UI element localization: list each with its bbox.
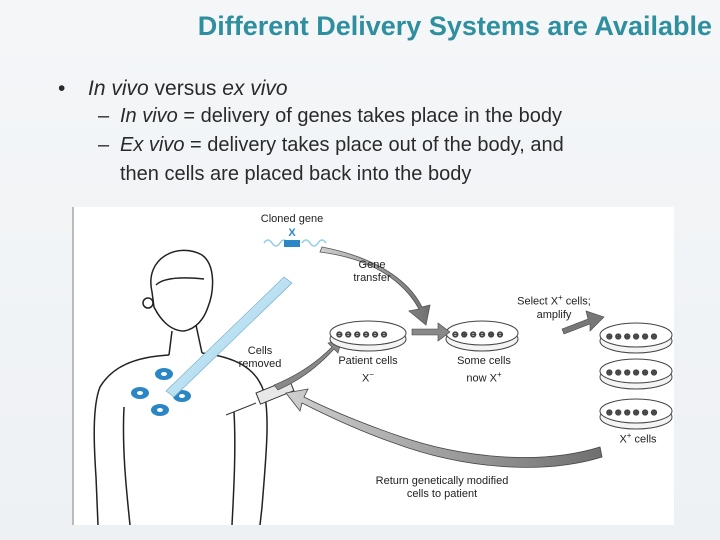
select-sup: +	[558, 293, 563, 302]
term-ex-vivo: ex vivo	[222, 77, 288, 100]
dash: –	[98, 105, 110, 127]
sub-bullet-ex-vivo: –Ex vivo = delivery takes place out of t…	[98, 131, 564, 189]
dish-arrow	[411, 322, 451, 342]
return-line-2: cells to patient	[406, 488, 478, 500]
chest-cells	[131, 368, 191, 416]
label-select-amplify: Select X+ cells; amplify	[504, 291, 604, 322]
patient-sup: −	[369, 370, 374, 379]
bullet-dot: •	[58, 77, 66, 100]
return-arrow	[285, 388, 603, 468]
gene-transfer-arrow	[319, 246, 431, 326]
slide-title: Different Delivery Systems are Available	[197, 11, 712, 41]
select-arrow	[561, 310, 605, 335]
petri-dish-some-cells: ⊖ ⊕ ⊖ ⊖ ⊕ ⊖	[445, 320, 519, 352]
sub-bullet-in-vivo: –In vivo = delivery of genes takes place…	[98, 102, 564, 131]
sub-term: Ex vivo	[120, 134, 185, 156]
label-gene-x: X	[288, 227, 296, 239]
petri-dish-patient: ⊖ ⊖ ⊖ ⊖ ⊖ ⊖	[329, 320, 407, 352]
cells-removed-line-1: Cells	[247, 345, 273, 357]
cloned-gene-icon	[263, 239, 327, 247]
xplus-rest: cells	[631, 433, 657, 446]
gene-therapy-figure: ⊖ ⊖ ⊖ ⊖ ⊖ ⊖ ⊖ ⊕ ⊖ ⊖ ⊕ ⊖ ⊕ ⊕ ⊕ ⊕ ⊕ ⊕ ⊕ ⊕ …	[72, 207, 674, 525]
figure-drawing: ⊖ ⊖ ⊖ ⊖ ⊖ ⊖ ⊖ ⊕ ⊖ ⊖ ⊕ ⊖ ⊕ ⊕ ⊕ ⊕ ⊕ ⊕ ⊕ ⊕ …	[93, 239, 673, 525]
patient-cells-text: Patient cells	[338, 355, 398, 367]
cells-removed-line-2: removed	[238, 358, 282, 370]
label-some-cells: Some cells now X+	[444, 355, 524, 386]
bullet-connector: versus	[148, 77, 223, 100]
xplus-x: X	[619, 433, 627, 446]
patient-x: X	[361, 372, 370, 385]
label-cloned-gene: Cloned gene	[260, 213, 324, 225]
needle-beam	[165, 276, 293, 398]
select-text: Select X	[517, 295, 559, 308]
sub-text-continued: then cells are placed back into the body	[120, 163, 472, 185]
petri-dish-selected-3: ⊕ ⊕ ⊕ ⊕ ⊕ ⊕	[599, 398, 673, 430]
select-text-2: cells;	[562, 295, 591, 308]
label-return-cells: Return genetically modified cells to pat…	[342, 475, 542, 501]
svg-text:⊖ ⊕ ⊖ ⊖ ⊕ ⊖: ⊖ ⊕ ⊖ ⊖ ⊕ ⊖	[452, 330, 503, 339]
petri-dish-selected-1: ⊕ ⊕ ⊕ ⊕ ⊕ ⊕	[599, 322, 673, 354]
petri-dish-selected-2: ⊕ ⊕ ⊕ ⊕ ⊕ ⊕	[599, 358, 673, 390]
some-cells-sup: +	[496, 370, 502, 379]
svg-text:⊕ ⊕ ⊕ ⊕ ⊕ ⊕: ⊕ ⊕ ⊕ ⊕ ⊕ ⊕	[606, 332, 657, 341]
label-gene-transfer: Gene transfer	[342, 259, 402, 285]
xplus-sup: +	[626, 431, 632, 440]
amplify-text: amplify	[536, 308, 572, 321]
bullet-list: •In vivo versus ex vivo –In vivo = deliv…	[58, 76, 564, 189]
bullet-main: • In vivo versus ex vivo	[58, 76, 564, 102]
svg-text:⊕ ⊕ ⊕ ⊕ ⊕ ⊕: ⊕ ⊕ ⊕ ⊕ ⊕ ⊕	[606, 368, 657, 377]
term-in-vivo: In vivo	[88, 77, 149, 100]
dash: –	[98, 134, 110, 156]
label-xplus-cells: X+ cells	[606, 429, 670, 447]
svg-text:⊕ ⊕ ⊕ ⊕ ⊕ ⊕: ⊕ ⊕ ⊕ ⊕ ⊕ ⊕	[606, 408, 657, 417]
sub-text: = delivery of genes takes place in the b…	[177, 105, 562, 127]
some-cells-line-1: Some cells	[457, 355, 511, 367]
label-cells-removed: Cells removed	[228, 345, 292, 371]
sub-term: In vivo	[120, 105, 178, 127]
gene-transfer-line-1: Gene	[358, 259, 386, 271]
some-cells-line-2: now X	[466, 372, 497, 385]
return-line-1: Return genetically modified	[375, 475, 509, 487]
sub-text: = delivery takes place out of the body, …	[184, 134, 564, 156]
gene-transfer-line-2: transfer	[353, 272, 391, 284]
svg-text:⊖ ⊖ ⊖ ⊖ ⊖ ⊖: ⊖ ⊖ ⊖ ⊖ ⊖ ⊖	[336, 330, 387, 339]
label-patient-cells: Patient cells X−	[328, 355, 408, 386]
